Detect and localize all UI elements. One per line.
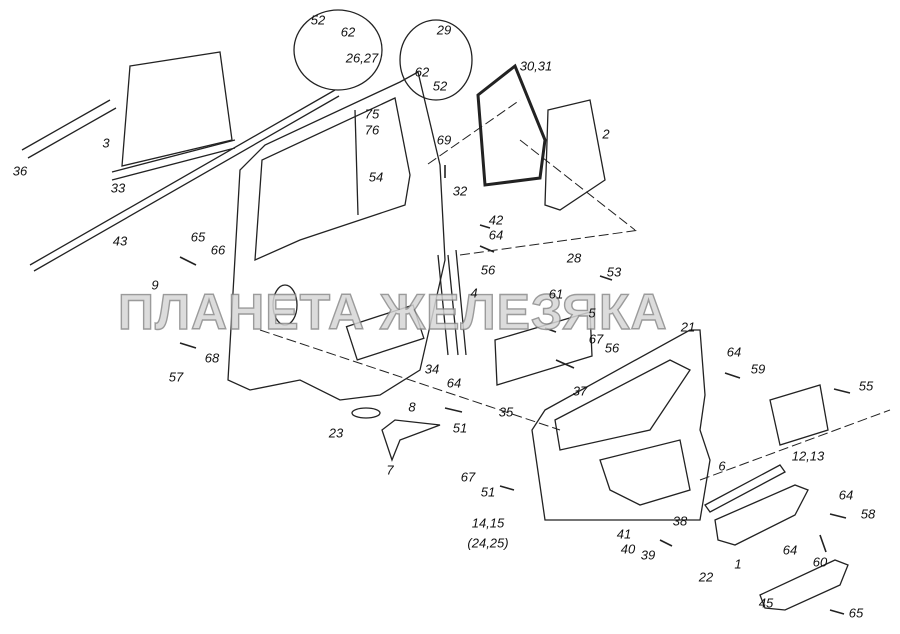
callout-38: 38 bbox=[672, 513, 688, 529]
callout-69: 69 bbox=[436, 132, 452, 148]
callout-57: 57 bbox=[168, 369, 184, 385]
watermark: ПЛАНЕТА ЖЕЛЕЗЯКА bbox=[117, 283, 668, 340]
callout-32: 32 bbox=[452, 183, 468, 199]
inner-trim-panel bbox=[531, 329, 711, 521]
callout-56: 56 bbox=[480, 262, 496, 278]
armrest-bracket bbox=[704, 464, 786, 513]
callout-59: 59 bbox=[750, 361, 766, 377]
callout-67: 67 bbox=[460, 469, 476, 485]
door-glass bbox=[121, 51, 233, 167]
callout-51: 51 bbox=[452, 420, 468, 436]
armrest-end-cap bbox=[769, 384, 829, 446]
door-panel bbox=[227, 71, 446, 401]
callout-55: 55 bbox=[858, 378, 874, 394]
callout-52: 52 bbox=[432, 78, 448, 94]
callout-2: 2 bbox=[602, 126, 610, 142]
callout-23: 23 bbox=[328, 425, 344, 441]
callout-54: 54 bbox=[368, 169, 384, 185]
guide-rails bbox=[437, 249, 467, 356]
callout-12-13: 12,13 bbox=[791, 448, 825, 464]
callout-64: 64 bbox=[446, 375, 462, 391]
regulator-handle bbox=[381, 419, 441, 462]
callout-30-31: 30,31 bbox=[519, 58, 553, 74]
callout-53: 53 bbox=[606, 264, 622, 280]
callout-64: 64 bbox=[838, 487, 854, 503]
callout-64: 64 bbox=[726, 344, 742, 360]
window-seal-strips bbox=[21, 89, 340, 272]
handle-45 bbox=[759, 559, 849, 611]
callout-28: 28 bbox=[566, 250, 582, 266]
callout-6: 6 bbox=[718, 458, 726, 474]
vent-window-seal bbox=[476, 63, 547, 187]
callout-34: 34 bbox=[424, 361, 440, 377]
callout-56: 56 bbox=[604, 340, 620, 356]
callout-68: 68 bbox=[204, 350, 220, 366]
window-divider bbox=[354, 109, 359, 216]
callout-21: 21 bbox=[680, 319, 696, 335]
callout-66: 66 bbox=[210, 242, 226, 258]
callout-43: 43 bbox=[112, 233, 128, 249]
callout-62: 62 bbox=[414, 64, 430, 80]
callout-64: 64 bbox=[782, 542, 798, 558]
callout-7: 7 bbox=[386, 462, 394, 478]
callout-39: 39 bbox=[640, 547, 656, 563]
callout-61: 61 bbox=[548, 286, 564, 302]
callout-29: 29 bbox=[436, 22, 452, 38]
callout-40: 40 bbox=[620, 541, 636, 557]
callout-67: 67 bbox=[588, 331, 604, 347]
trim-pocket bbox=[599, 439, 691, 506]
callout-37: 37 bbox=[572, 383, 588, 399]
callout-1: 1 bbox=[734, 556, 742, 572]
door-cutout bbox=[345, 304, 425, 361]
door-window-opening bbox=[254, 97, 411, 262]
callout-8: 8 bbox=[408, 399, 416, 415]
callout-60: 60 bbox=[812, 554, 828, 570]
callout-58: 58 bbox=[860, 506, 876, 522]
callout-65: 65 bbox=[190, 229, 206, 245]
detail-circle-left bbox=[293, 9, 383, 91]
callout-42: 42 bbox=[488, 212, 504, 228]
callout-65: 65 bbox=[848, 605, 864, 621]
handle-23 bbox=[351, 407, 381, 419]
trim-upper-recess bbox=[554, 359, 691, 451]
callout-51: 51 bbox=[480, 484, 496, 500]
callout-5: 5 bbox=[588, 305, 596, 321]
callout-14-15: 14,15 bbox=[471, 515, 505, 531]
bolts bbox=[179, 165, 851, 615]
callout--24-25-: (24,25) bbox=[467, 535, 509, 551]
callout-41: 41 bbox=[616, 526, 632, 542]
callout-62: 62 bbox=[340, 24, 356, 40]
callout-9: 9 bbox=[151, 277, 159, 293]
callout-35: 35 bbox=[498, 404, 514, 420]
dashed-leader-lines bbox=[259, 99, 891, 481]
callout-45: 45 bbox=[758, 595, 774, 611]
callout-22: 22 bbox=[698, 569, 714, 585]
callout-4: 4 bbox=[470, 285, 478, 301]
callout-36: 36 bbox=[12, 163, 28, 179]
cover-panel-2 bbox=[544, 99, 606, 211]
callout-76: 76 bbox=[364, 122, 380, 138]
callout-33: 33 bbox=[110, 180, 126, 196]
callout-26-27: 26,27 bbox=[345, 50, 379, 66]
callout-75: 75 bbox=[364, 106, 380, 122]
mechanism-bracket bbox=[494, 311, 593, 386]
armrest-1 bbox=[714, 484, 809, 546]
door-hole bbox=[272, 284, 298, 326]
callout-64: 64 bbox=[488, 227, 504, 243]
detail-circle-right bbox=[399, 19, 473, 101]
callout-3: 3 bbox=[102, 135, 110, 151]
callout-52: 52 bbox=[310, 12, 326, 28]
